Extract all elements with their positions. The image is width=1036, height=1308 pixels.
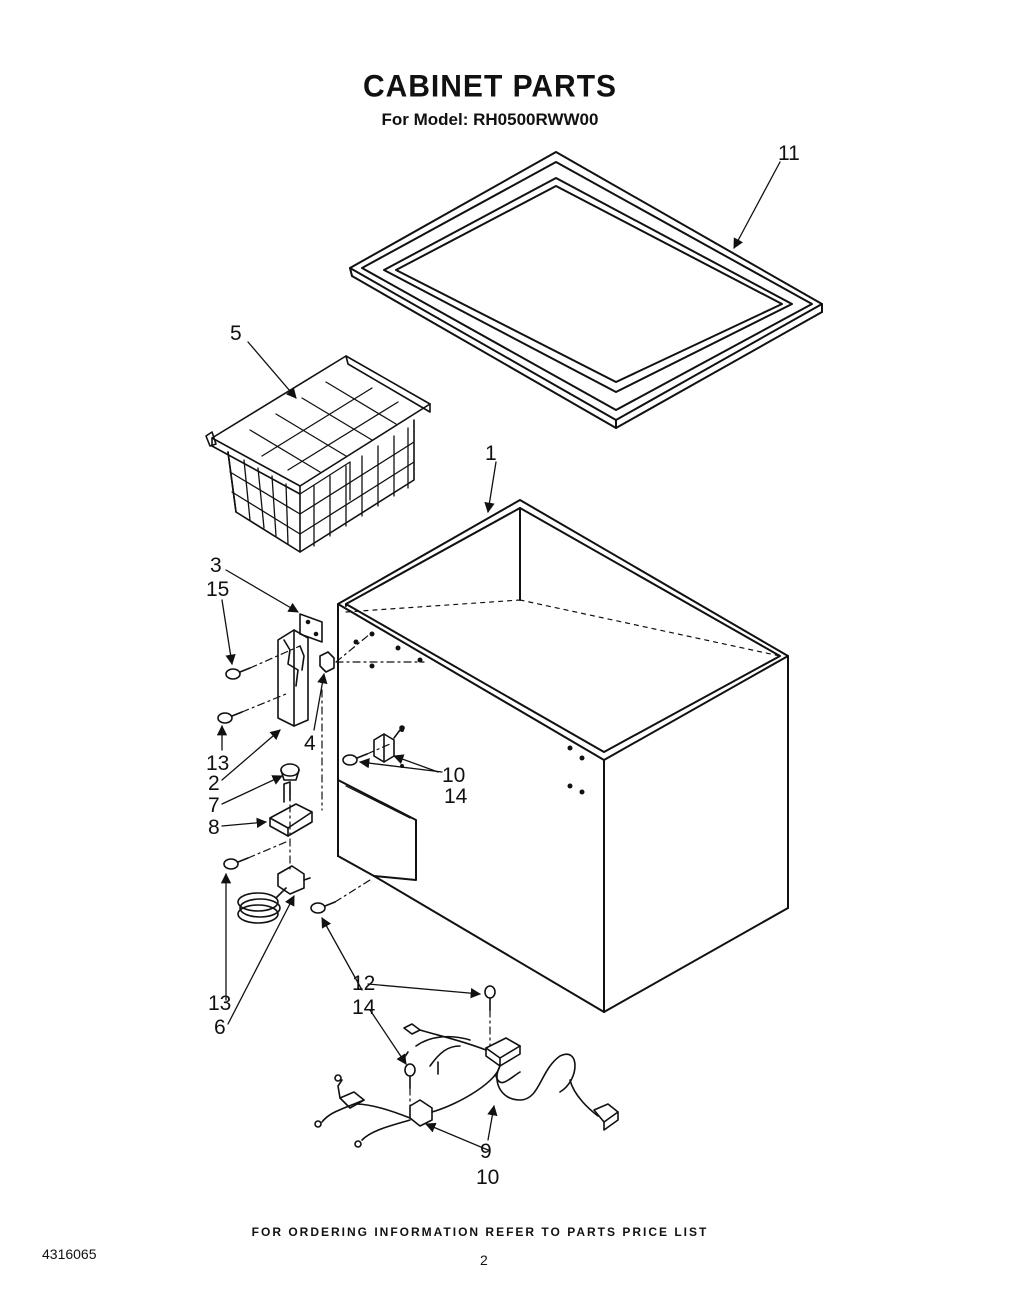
callout-7: 7 [208, 794, 220, 817]
callout-14-upper: 14 [444, 785, 468, 808]
callout-13-lower: 13 [208, 992, 231, 1015]
callout-11: 11 [778, 142, 800, 165]
page-title: CABINET PARTS [362, 69, 618, 104]
ordering-info-note: FOR ORDERING INFORMATION REFER TO PARTS … [251, 1225, 709, 1239]
light-switch [237, 865, 311, 924]
callout-4: 4 [304, 732, 316, 755]
page-number: 2 [480, 1252, 488, 1268]
callout-9: 9 [480, 1140, 492, 1163]
callout-3: 3 [210, 554, 222, 577]
hinge-clip [319, 651, 335, 673]
callout-1: 1 [485, 442, 497, 465]
model-subtitle: For Model: RH0500RWW00 [381, 110, 599, 129]
switch-bracket [269, 781, 313, 837]
thermostat-upper [373, 725, 405, 763]
callout-15: 15 [206, 578, 229, 601]
hinge-plate [299, 613, 323, 643]
grommet [280, 763, 300, 781]
callout-10-upper: 10 [442, 764, 465, 787]
wire-basket [205, 355, 431, 553]
callout-10-lower: 10 [476, 1166, 499, 1189]
callout-12: 12 [352, 972, 375, 995]
document-number: 4316065 [42, 1246, 97, 1262]
screws [217, 667, 496, 1089]
callout-14-lower: 14 [352, 996, 376, 1019]
lid-gasket-frame [349, 151, 823, 429]
callout-2: 2 [208, 772, 220, 795]
cabinet-box [337, 499, 789, 1013]
callout-6: 6 [214, 1016, 226, 1039]
wiring-harness [314, 1023, 619, 1148]
callout-8: 8 [208, 816, 220, 839]
callout-13-upper: 13 [206, 752, 229, 775]
callout-labels: 11 5 1 3 15 4 13 2 7 8 10 14 13 6 12 14 … [206, 142, 800, 1189]
callout-leaders [216, 161, 781, 1151]
callout-5: 5 [230, 322, 242, 345]
hinge-assembly [277, 629, 309, 727]
